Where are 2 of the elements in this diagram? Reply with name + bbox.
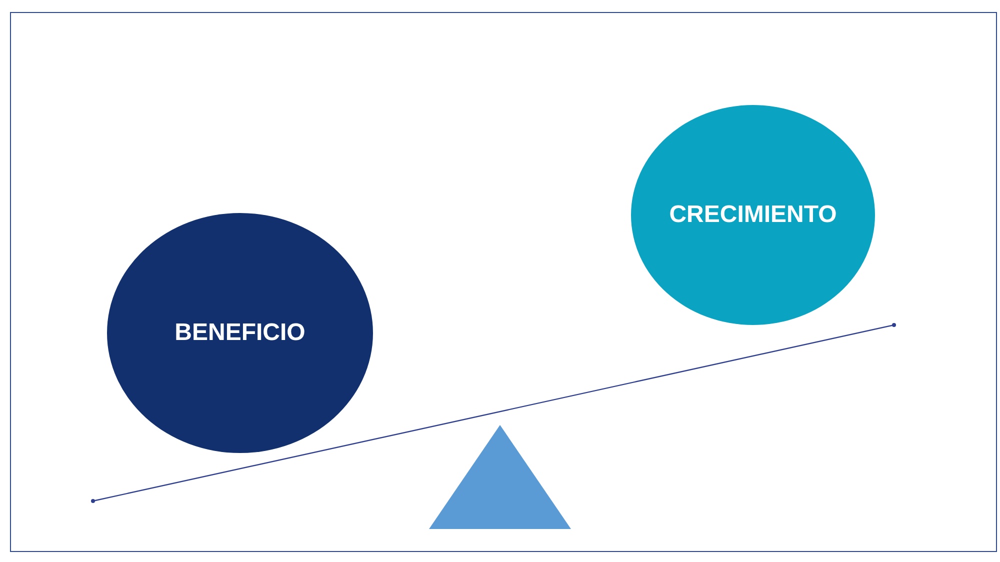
node-label: BENEFICIO: [174, 319, 306, 347]
node-label: CRECIMIENTO: [669, 201, 837, 229]
